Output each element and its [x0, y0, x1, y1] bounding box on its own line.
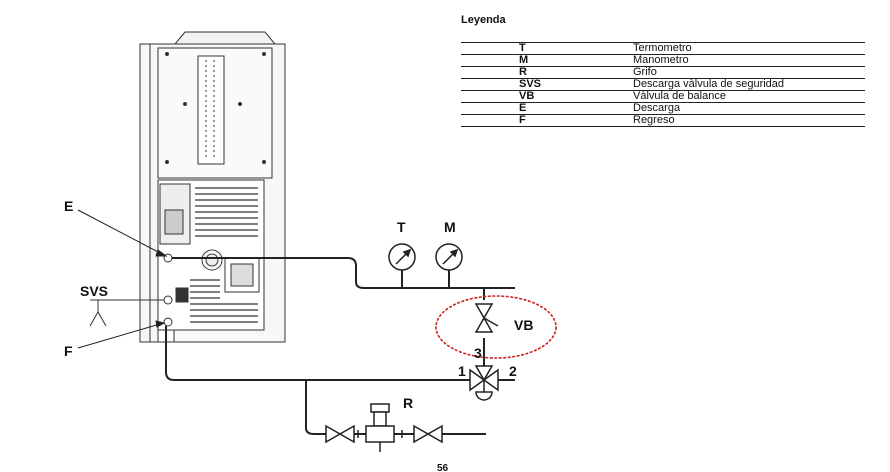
- label-port-2: 2: [509, 363, 517, 379]
- label-port-1: 1: [458, 363, 466, 379]
- legend-row: T Termometro: [461, 42, 865, 55]
- legend-code: F: [461, 114, 633, 127]
- legend-row: M Manometro: [461, 54, 865, 67]
- label-port-3: 3: [474, 345, 482, 361]
- leader-lines: [77, 209, 168, 349]
- boiler-unit: [139, 31, 286, 343]
- label-t: T: [397, 219, 406, 235]
- legend-row: VB Vàlvula de balance: [461, 90, 865, 103]
- label-m: M: [444, 219, 456, 235]
- legend-code: VB: [461, 90, 633, 103]
- legend: Leyenda T Termometro M Manometro R Grifo…: [461, 14, 865, 127]
- legend-title: Leyenda: [461, 14, 506, 26]
- highlight-ellipse: [435, 295, 557, 359]
- legend-description: Termometro: [633, 42, 865, 55]
- legend-description: Vàlvula de balance: [633, 90, 865, 103]
- tap-assembly: [325, 403, 443, 452]
- page-number: 56: [437, 463, 449, 472]
- label-r: R: [403, 395, 413, 411]
- legend-description: Descarga vàlvula de seguridad: [633, 78, 865, 91]
- balance-valve: [474, 303, 499, 333]
- three-way-valve: [469, 365, 499, 401]
- legend-description: Manometro: [633, 54, 865, 67]
- legend-code: R: [461, 66, 633, 79]
- legend-row: R Grifo: [461, 66, 865, 79]
- legend-table: T Termometro M Manometro R Grifo SVS Des…: [461, 42, 865, 127]
- legend-row: E Descarga: [461, 102, 865, 115]
- legend-code: T: [461, 42, 633, 55]
- legend-code: SVS: [461, 78, 633, 91]
- label-f: F: [64, 343, 73, 359]
- legend-description: Descarga: [633, 102, 865, 115]
- legend-description: Regreso: [633, 114, 865, 127]
- label-e: E: [64, 198, 73, 214]
- thermometer-gauge: [388, 243, 416, 271]
- legend-row: SVS Descarga vàlvula de seguridad: [461, 78, 865, 91]
- piping: [165, 257, 515, 435]
- label-vb: VB: [514, 317, 533, 333]
- legend-code: E: [461, 102, 633, 115]
- safety-discharge-symbol: [89, 299, 164, 327]
- manometer-gauge: [435, 243, 463, 271]
- legend-code: M: [461, 54, 633, 67]
- label-svs: SVS: [80, 283, 108, 299]
- legend-description: Grifo: [633, 66, 865, 79]
- legend-row: F Regreso: [461, 114, 865, 127]
